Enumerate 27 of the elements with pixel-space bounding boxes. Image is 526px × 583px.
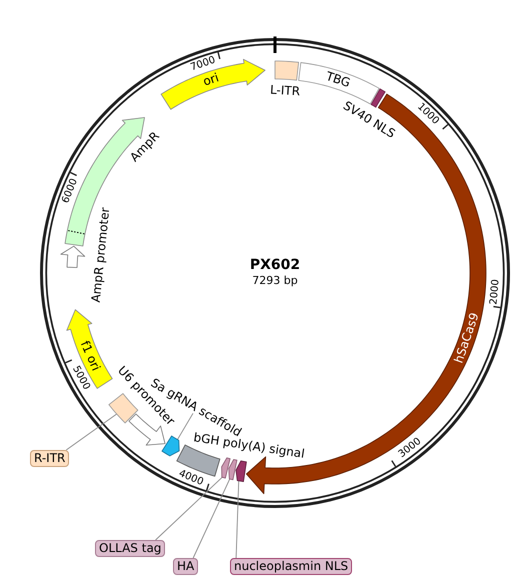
feature-label: L-ITR	[270, 84, 301, 99]
tick-label: 4000	[177, 468, 206, 488]
directional-feature	[236, 460, 247, 482]
directional-feature	[66, 309, 113, 389]
leader-line	[66, 414, 118, 450]
feature-label: ori	[201, 72, 220, 90]
tick-label: 6000	[60, 176, 80, 204]
feature-block	[274, 60, 300, 81]
plasmid-name: PX602	[250, 257, 300, 273]
feature-label-tag: HA	[173, 558, 198, 575]
feature-label: AmpR promoter	[90, 207, 112, 304]
directional-feature	[162, 436, 180, 456]
leader-line	[155, 476, 223, 540]
directional-feature	[228, 459, 238, 480]
feature-label-tag: R-ITR	[30, 450, 70, 467]
feature-label: TBG	[324, 70, 352, 90]
directional-feature	[221, 457, 230, 478]
plasmid-size: 7293 bp	[252, 275, 298, 287]
tick-label: 2000	[488, 278, 502, 306]
tick-label: 7000	[188, 54, 216, 74]
directional-feature	[60, 246, 86, 268]
feature-label-tag: nucleoplasmin NLS	[230, 558, 352, 575]
leader-line	[236, 480, 240, 558]
feature-block	[370, 88, 386, 108]
leader-line	[192, 478, 230, 558]
leader-line	[177, 412, 194, 440]
feature-label-tag: OLLAS tag	[95, 540, 166, 557]
